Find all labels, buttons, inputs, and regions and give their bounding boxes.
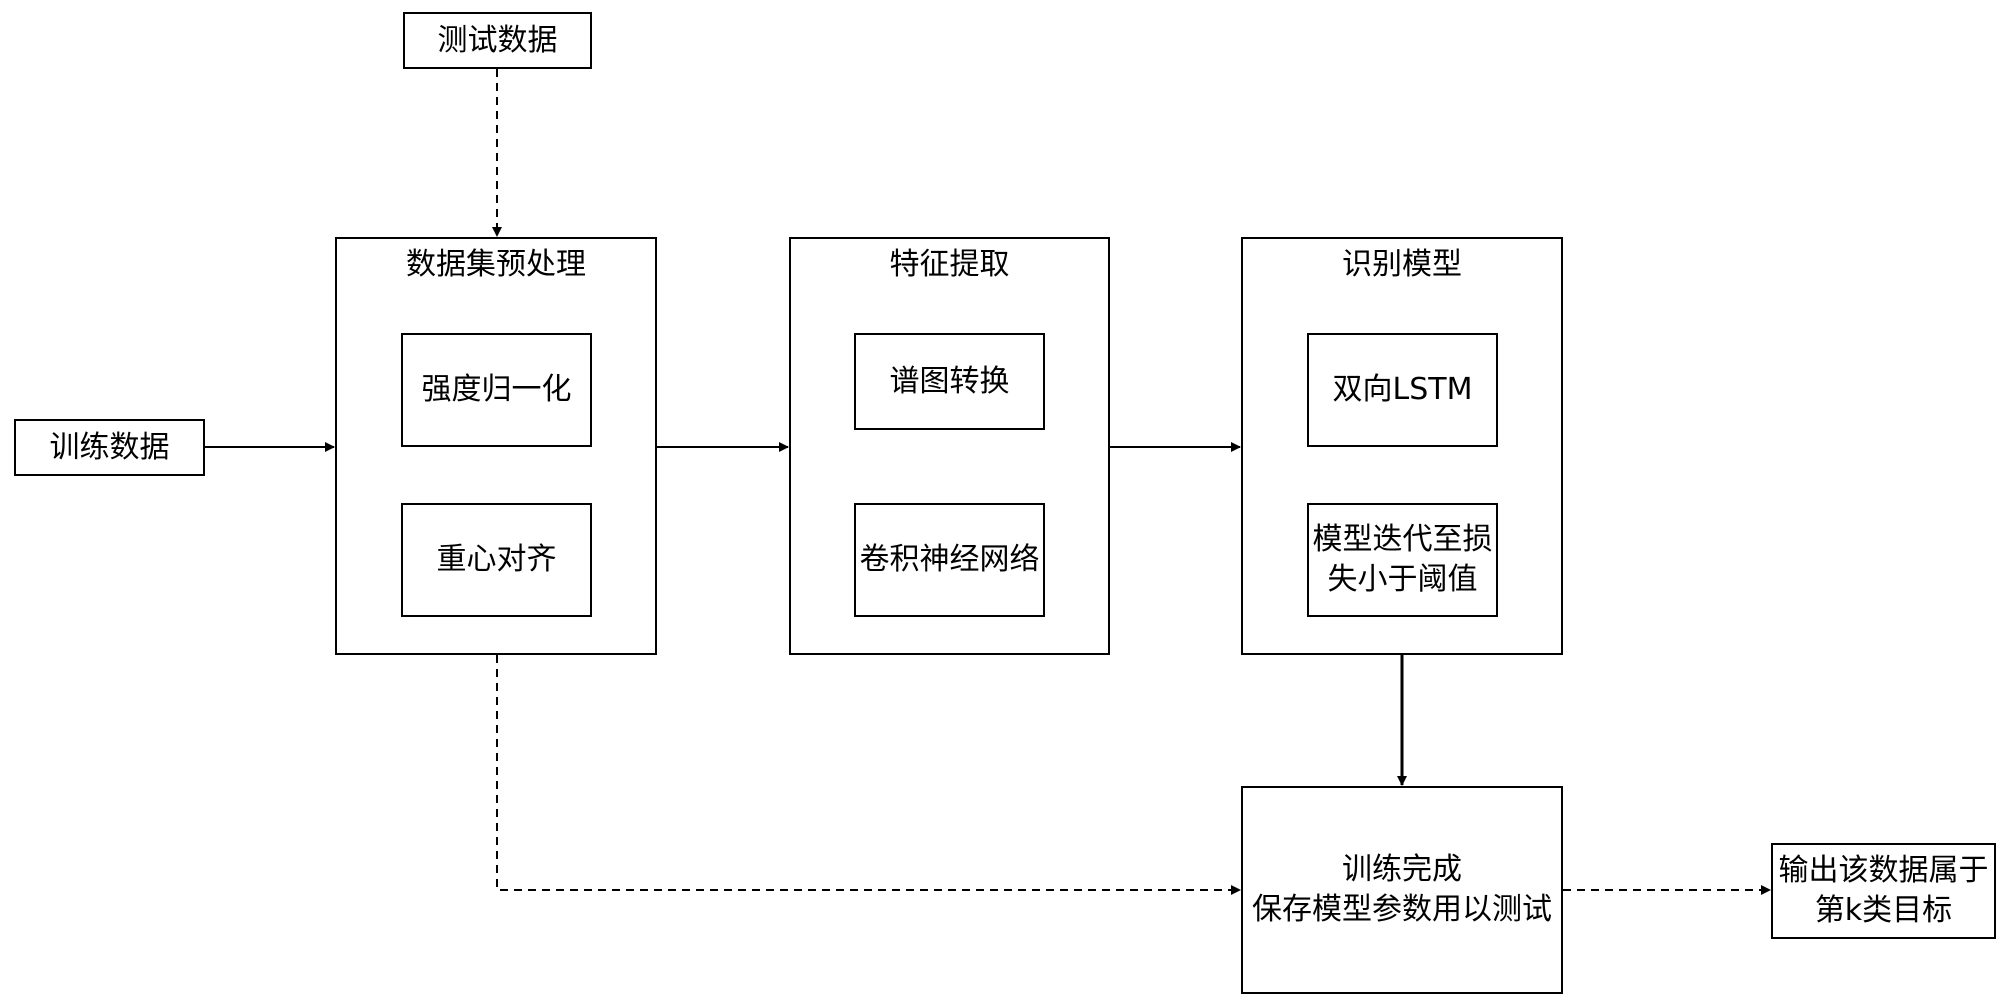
feature-title: 特征提取	[889, 247, 1010, 282]
preprocess-title: 数据集预处理	[406, 247, 586, 282]
normalize-label: 强度归一化	[421, 372, 572, 407]
arrow-preprocess-to-save	[496, 655, 1241, 895]
recognition-title: 识别模型	[1342, 247, 1462, 282]
train-data-node: 训练数据	[14, 419, 205, 476]
lstm-label: 双向LSTM	[1332, 372, 1473, 407]
output-node: 输出该数据属于 第k类目标	[1771, 843, 1996, 939]
test-data-node: 测试数据	[403, 12, 592, 69]
test-data-label: 测试数据	[437, 22, 558, 58]
save-model-node: 训练完成 保存模型参数用以测试	[1241, 786, 1563, 994]
cnn-node: 卷积神经网络	[854, 503, 1045, 617]
spectrogram-label: 谱图转换	[889, 363, 1010, 399]
train-data-label: 训练数据	[49, 429, 170, 465]
output-label: 输出该数据属于 第k类目标	[1778, 853, 1989, 928]
align-label: 重心对齐	[436, 542, 557, 577]
iterate-label: 模型迭代至损 失小于阈值	[1312, 522, 1493, 597]
save-model-label: 训练完成 保存模型参数用以测试	[1252, 852, 1552, 927]
cnn-label: 卷积神经网络	[859, 542, 1040, 577]
align-node: 重心对齐	[401, 503, 592, 617]
spectrogram-node: 谱图转换	[854, 333, 1045, 430]
iterate-node: 模型迭代至损 失小于阈值	[1307, 503, 1498, 617]
normalize-node: 强度归一化	[401, 333, 592, 447]
lstm-node: 双向LSTM	[1307, 333, 1498, 447]
